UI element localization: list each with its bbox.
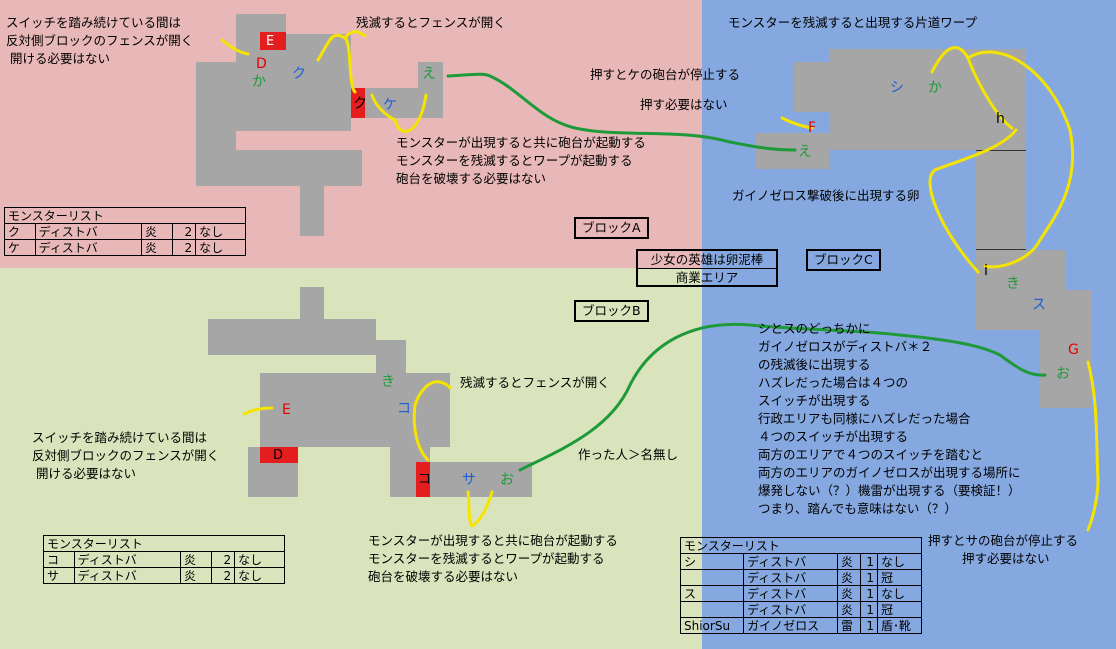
- block-b-label-ki: き: [381, 374, 395, 390]
- block-c-label-shi: シ: [890, 80, 904, 96]
- block-c-label-o: お: [1056, 366, 1070, 382]
- block-a-label-D: D: [256, 56, 267, 72]
- block-c-warp-note: モンスターを残滅すると出現する片道ワープ: [728, 15, 978, 30]
- block-b-fence-note: 残滅するとフェンスが開く: [460, 375, 610, 390]
- block-a-monster-note: モンスターが出現すると共に砲台が起動する モンスターを残滅するとワープが起動する…: [396, 135, 646, 186]
- block-b-monster-note: モンスターが出現すると共に砲台が起動する モンスターを残滅するとワープが起動する…: [368, 533, 618, 584]
- block-a-title: ブロックA: [574, 217, 649, 239]
- block-b-label-o: お: [500, 472, 514, 488]
- block-a-label-E: E: [266, 34, 275, 49]
- block-c-label-ki: き: [1006, 276, 1020, 292]
- block-c-label-h: h: [996, 111, 1005, 127]
- credit: 作った人＞名無し: [578, 447, 679, 462]
- block-a-label-ka: か: [252, 74, 266, 90]
- block-b-label-E: E: [282, 402, 291, 418]
- block-a-label-ku: ク: [292, 66, 306, 82]
- block-c-label-i: i: [984, 263, 988, 279]
- block-a-fence-note: 残滅するとフェンスが開く: [356, 15, 506, 30]
- block-c-label-G: G: [1068, 342, 1079, 358]
- block-c-label-F: F: [808, 120, 817, 136]
- block-c-push-sa-note: 押すとサの砲台が停止する 押す必要はない: [928, 533, 1079, 566]
- block-a-label-e: え: [422, 66, 436, 82]
- block-b-switch-note: スイッチを踏み続けている間は 反対側ブロックのフェンスが開く 開ける必要はない: [32, 430, 220, 481]
- block-b-label-ko: コ: [397, 401, 411, 417]
- block-a-label-ku-gate: ク: [353, 96, 367, 112]
- block-a-label-ke: ケ: [383, 97, 397, 113]
- block-c-egg-note: ガイノゼロス撃破後に出現する卵: [732, 188, 920, 203]
- block-b-label-D: D: [273, 448, 284, 463]
- block-c-label-su: ス: [1032, 297, 1046, 313]
- block-b-label-ko-gate: コ: [418, 472, 432, 487]
- block-c-push-ke-note: 押すとケの砲台が停止する: [590, 67, 741, 82]
- block-b-title: ブロックB: [574, 300, 649, 322]
- block-b-label-sa: サ: [462, 472, 476, 488]
- block-c-title: ブロックC: [806, 249, 881, 271]
- block-c-shisu-note: シとスのどっちかに ガイノゼロスがディストバ＊２ の残滅後に出現する ハズレだっ…: [758, 321, 1021, 516]
- block-a-switch-note: スイッチを踏み続けている間は 反対側ブロックのフェンスが開く 開ける必要はない: [6, 15, 194, 66]
- block-c-push-need-note: 押す必要はない: [640, 97, 728, 112]
- block-c-label-ka: か: [928, 80, 942, 96]
- block-c-label-e: え: [798, 144, 812, 160]
- area-title: 少女の英雄は卵泥棒 商業エリア: [636, 249, 778, 287]
